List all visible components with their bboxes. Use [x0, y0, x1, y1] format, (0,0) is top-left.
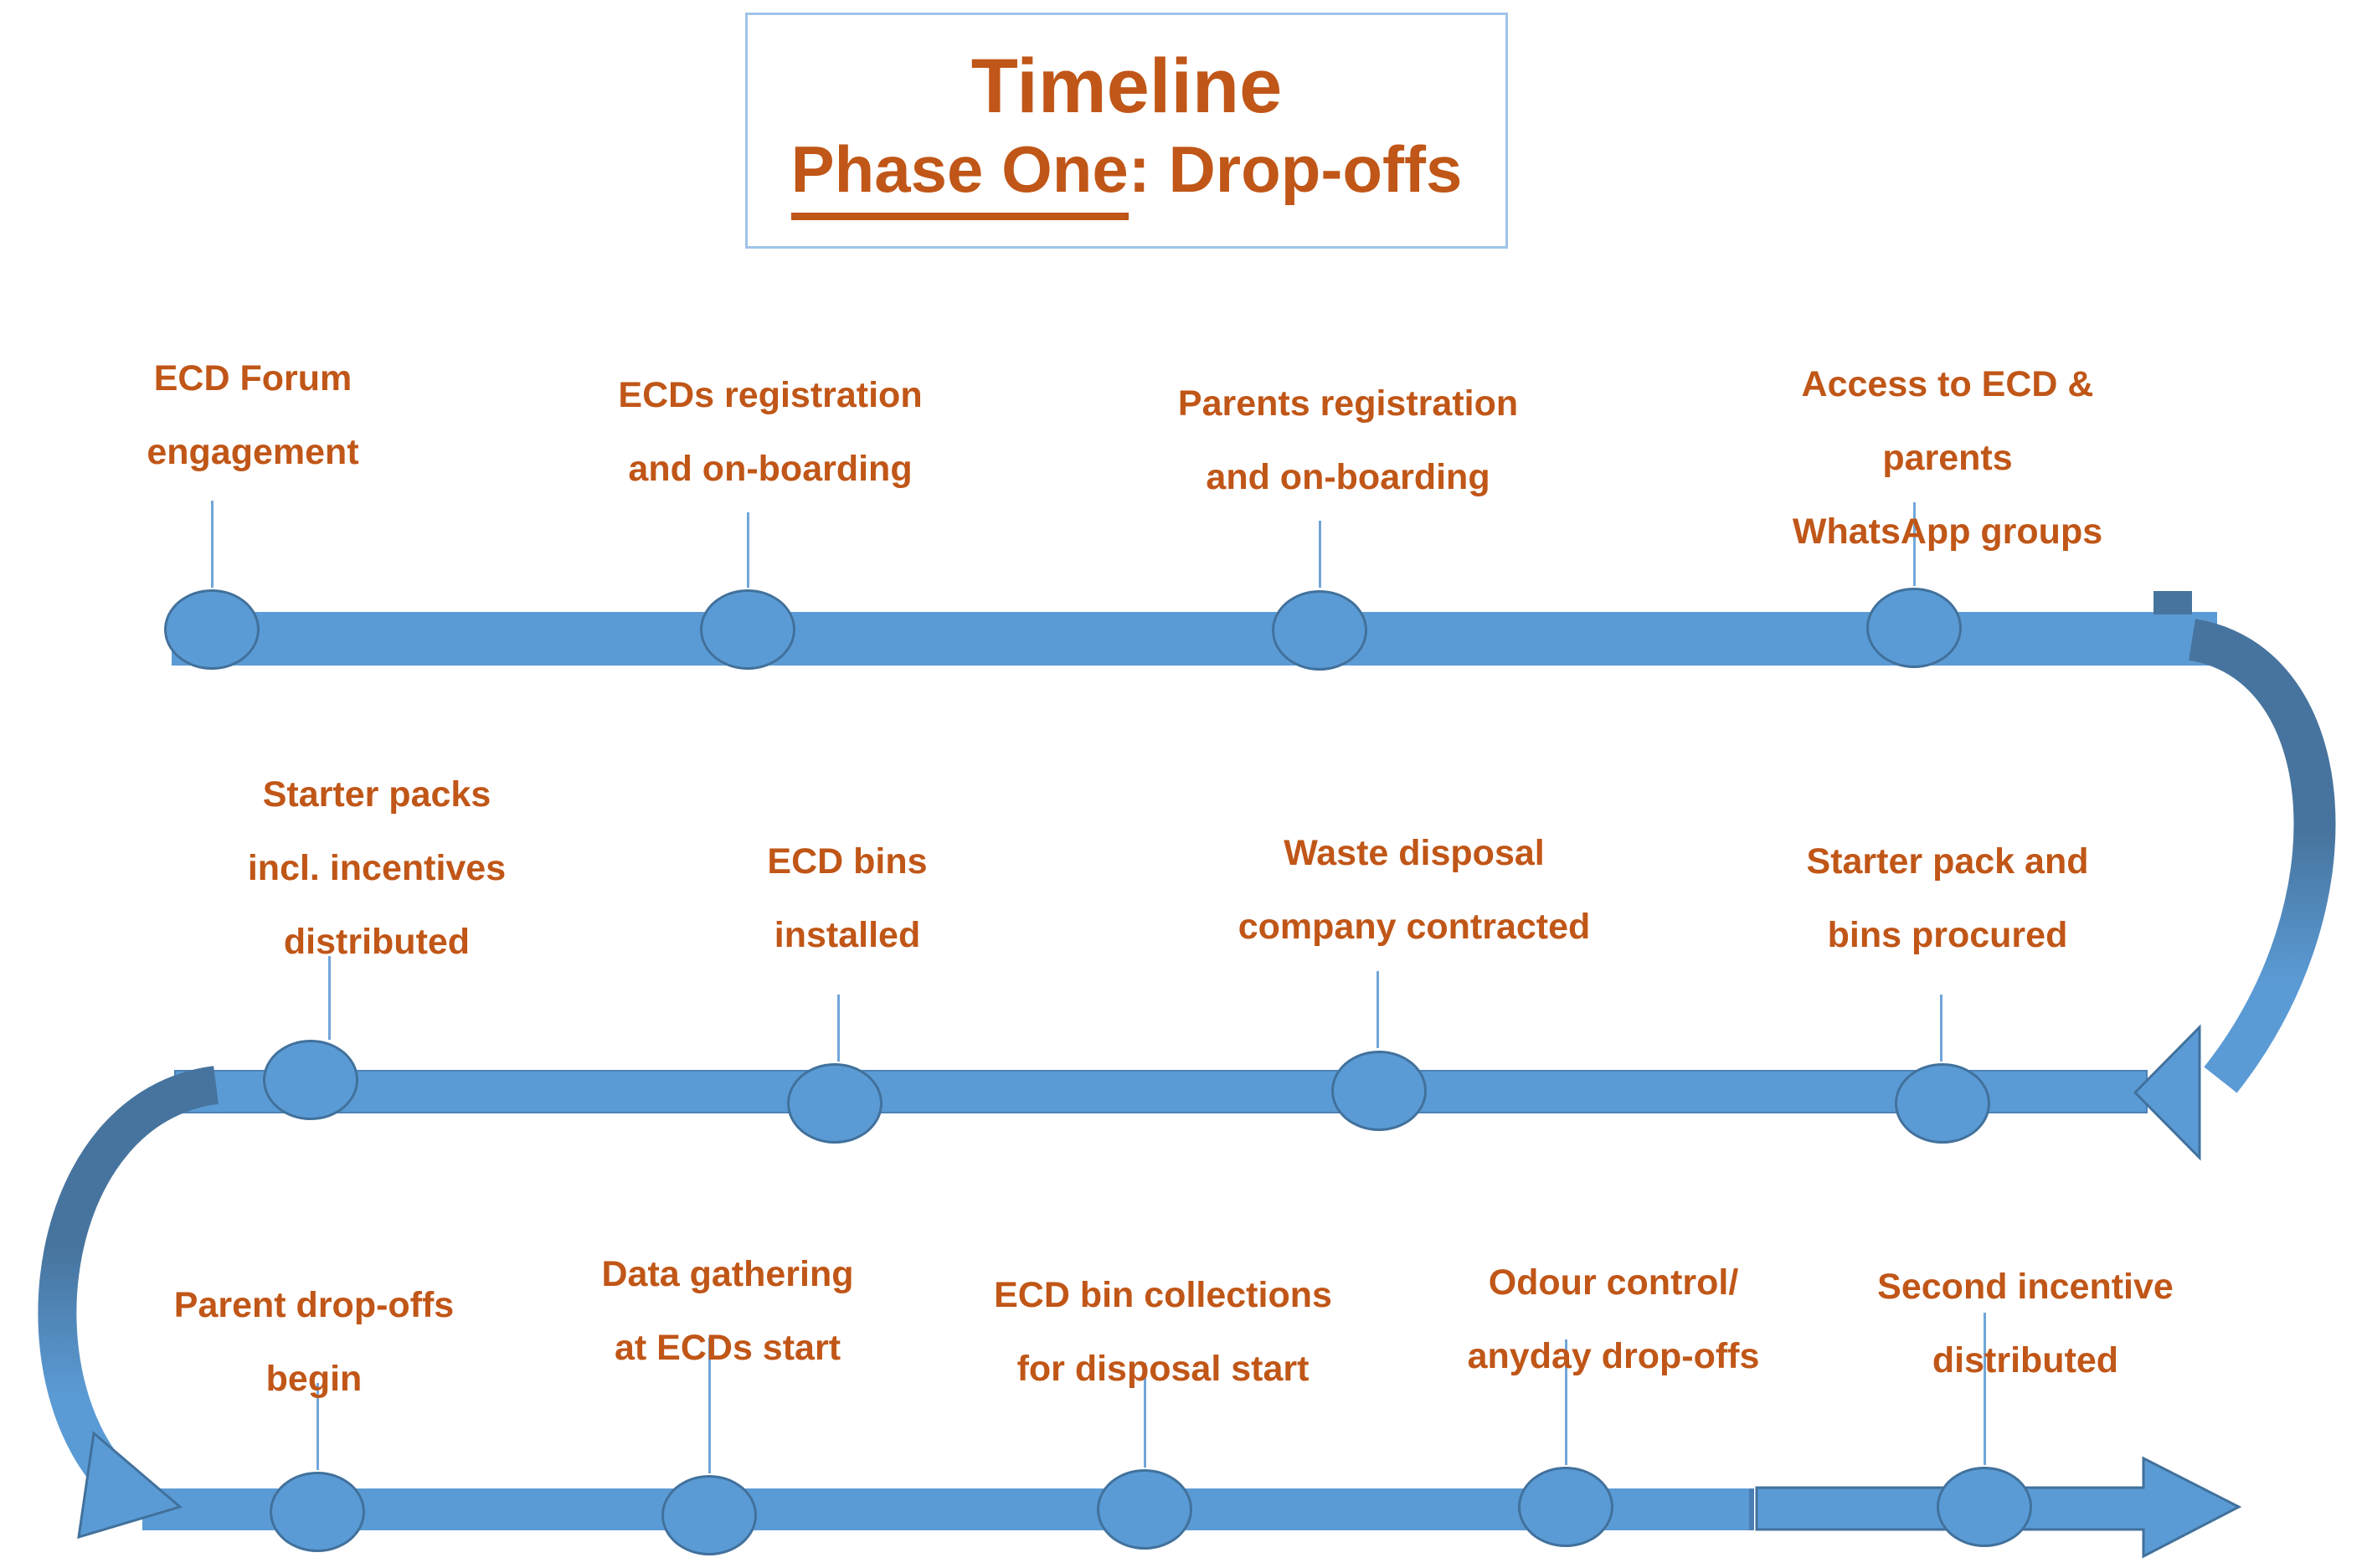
milestone-marker	[1272, 590, 1367, 671]
milestone-marker	[661, 1475, 757, 1555]
arrowhead-right-start-icon	[77, 1431, 183, 1540]
subtitle-phase: Phase One	[790, 132, 1129, 220]
milestone-label: Starter pack and bins procured	[1806, 841, 2089, 956]
milestone-marker	[1331, 1051, 1427, 1131]
milestone-label: Parent drop-offs begin	[173, 1285, 455, 1400]
milestone-connector-line	[747, 512, 749, 588]
milestone-connector-line	[211, 501, 214, 588]
milestone-marker	[164, 589, 260, 670]
milestone-label: Data gathering at ECDs start	[601, 1254, 854, 1369]
milestone-label: Waste disposal company contracted	[1238, 833, 1591, 948]
milestone-connector-line	[708, 1338, 711, 1473]
milestone-label: ECDs registration and on-boarding	[618, 375, 923, 490]
subtitle-text: Phase One: Drop-offs	[790, 132, 1462, 220]
milestone-connector-line	[1565, 1339, 1567, 1465]
u-turn-arrow-right-icon	[2188, 619, 2336, 1093]
milestone-marker	[700, 589, 795, 670]
milestone-marker	[1518, 1467, 1613, 1547]
milestone-marker	[270, 1472, 365, 1552]
milestone-label: Odour control/ anyday drop-offs	[1467, 1262, 1760, 1377]
title-text: Timeline	[970, 44, 1283, 129]
milestone-label: ECD bin collections for disposal start	[994, 1275, 1332, 1390]
milestone-marker	[1937, 1467, 2032, 1547]
milestone-label: Access to ECD & parents WhatsApp groups	[1792, 364, 2103, 553]
milestone-connector-line	[328, 956, 331, 1040]
milestone-label: Parents registration and on-boarding	[1177, 383, 1519, 498]
milestone-label: Second incentive distributed	[1877, 1267, 2174, 1381]
subtitle-rest: : Drop-offs	[1128, 132, 1463, 206]
milestone-label: ECD bins installed	[767, 841, 928, 956]
milestone-connector-line	[1940, 995, 1942, 1062]
milestone-connector-line	[1984, 1313, 1986, 1465]
curve-right-end-cap	[2153, 591, 2192, 614]
milestone-marker	[263, 1040, 358, 1120]
milestone-marker	[1097, 1469, 1192, 1550]
milestone-connector-line	[837, 995, 840, 1062]
milestone-connector-line	[1144, 1363, 1146, 1468]
title-box: Timeline Phase One: Drop-offs	[745, 13, 1508, 249]
milestone-label: ECD Forum engagement	[147, 358, 359, 473]
milestone-marker	[1895, 1063, 1990, 1144]
milestone-connector-line	[1376, 971, 1379, 1048]
milestone-connector-line	[316, 1383, 319, 1470]
timeline-bar-row2	[174, 1070, 2148, 1113]
arrowhead-left-icon	[2133, 1024, 2201, 1161]
u-turn-arrow-left-icon	[38, 1066, 219, 1495]
timeline-bar-row3	[142, 1488, 1754, 1530]
milestone-connector-line	[1319, 521, 1321, 588]
milestone-marker	[787, 1063, 882, 1144]
milestone-label: Starter packs incl. incentives distribut…	[247, 774, 507, 963]
milestone-marker	[1866, 588, 1962, 668]
milestone-connector-line	[1913, 502, 1916, 586]
